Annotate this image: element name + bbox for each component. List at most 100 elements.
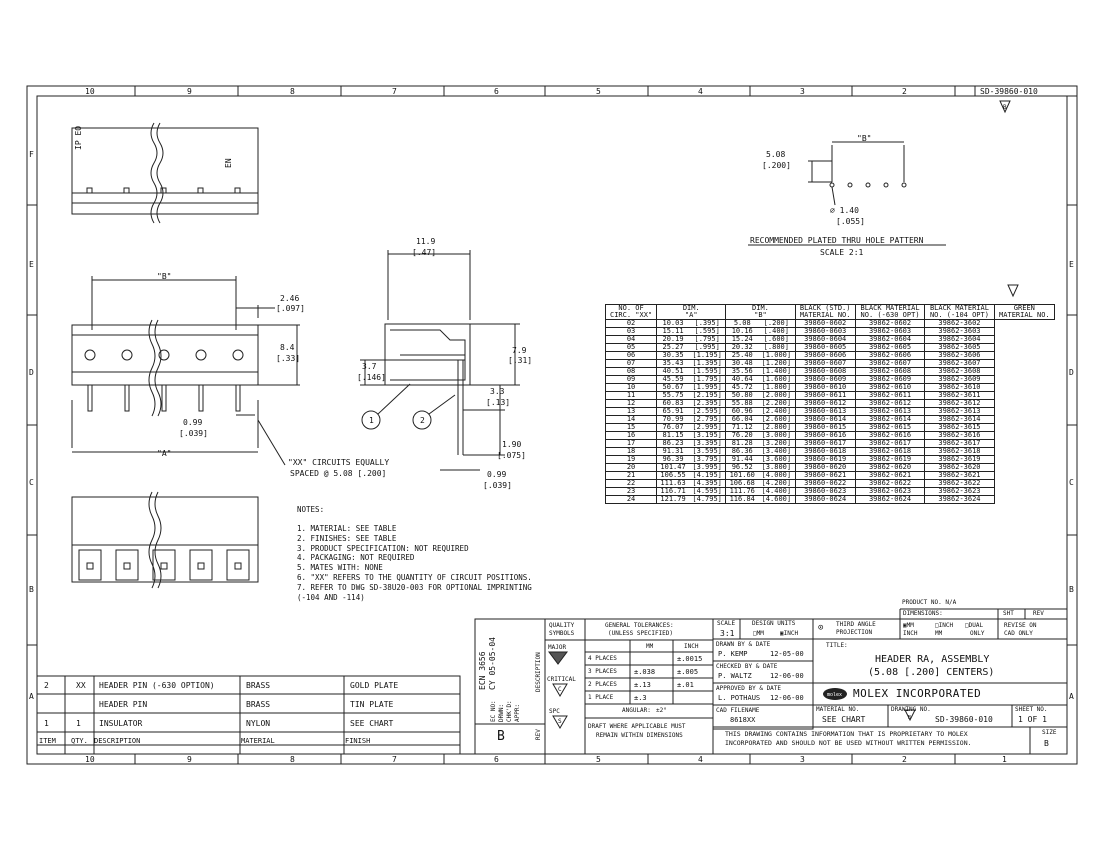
front-pin-hole: [158, 349, 170, 361]
left-row-label: B: [29, 585, 34, 594]
checked-date: 12-06-00: [770, 672, 804, 680]
table-cell: 24: [604, 495, 658, 504]
section-dim-pin-mm: 3.7: [362, 362, 377, 371]
section-dim-height-in: [.31]: [508, 356, 533, 365]
header-line-1: NO. OF: [618, 304, 644, 312]
top-zone-label: 3: [800, 87, 805, 96]
drawn-label: DRAWN BY & DATE: [716, 641, 771, 648]
front-dim-b: "B": [157, 272, 172, 281]
right-row-label: B: [1069, 585, 1074, 594]
circuits-note-1: "XX" CIRCUITS EQUALLY: [288, 458, 390, 467]
header-line-2: "A": [684, 311, 698, 319]
quality-label-2: SYMBOLS: [549, 630, 575, 637]
tolerance-mm: ±.3: [634, 694, 647, 702]
title-line-2: (5.08 [.200] CENTERS): [868, 667, 995, 678]
bottom-pin-cell: [78, 549, 102, 581]
front-pin-tail: [235, 384, 241, 412]
bottom-zone-label: 5: [596, 755, 601, 764]
bom-cell: NYLON: [246, 719, 271, 728]
top-zone-label: 7: [392, 87, 397, 96]
front-pin-hole: [84, 349, 96, 361]
note-item: 1. MATERIAL: SEE TABLE: [297, 524, 397, 533]
drawn-name: P. KEMP: [718, 650, 748, 658]
notes-heading: NOTES:: [297, 505, 325, 514]
bom-cell: XX: [76, 681, 86, 690]
molex-logo: molex: [827, 692, 843, 698]
bom-header: DESCRIPTION: [94, 737, 141, 745]
bottom-zone-label: 2: [902, 755, 907, 764]
top-zone-label: 2: [902, 87, 907, 96]
left-row-label: A: [29, 692, 34, 701]
front-pin-hole: [121, 349, 133, 361]
design-units-label: DESIGN UNITS: [752, 620, 796, 627]
bom-cell: HEADER PIN (-630 OPTION): [99, 681, 215, 690]
dim-option-dual[interactable]: □DUAL: [965, 622, 984, 629]
product-no-label: PRODUCT NO. N/A: [902, 599, 957, 606]
right-row-label: E: [1069, 260, 1074, 269]
cad-label: CAD FILENAME: [716, 707, 760, 714]
dim-option-only: ONLY: [970, 630, 985, 637]
rev-letter: B: [497, 729, 505, 744]
section-dim-pinw-mm: 0.99: [487, 470, 507, 479]
header-line-2: NO. (-104 OPT): [929, 311, 989, 319]
dim-option-inch[interactable]: □INCH: [935, 622, 954, 629]
spc-label: SPC: [549, 708, 560, 715]
balloon-1: 1: [369, 416, 374, 425]
note-item: 7. REFER TO DWG SD-38U20-003 FOR OPTIONA…: [297, 582, 532, 592]
dim-option-mm[interactable]: ▣MM: [903, 622, 914, 629]
table-cell: 39860-0624: [794, 495, 856, 504]
section-dim-pinw-in: [.039]: [483, 481, 512, 490]
approved-date: 12-06-00: [770, 694, 804, 702]
bottom-pin-cell: [115, 549, 139, 581]
section-dim-height-mm: 7.9: [512, 346, 527, 355]
bom-cell: 2: [44, 681, 49, 690]
bom-cell: HEADER PIN: [99, 700, 148, 709]
rev-label: REV: [535, 729, 542, 740]
ec-no-label: EC NO:: [490, 700, 497, 722]
chkd-label: CHK'D:: [506, 700, 513, 722]
units-mm-option[interactable]: □MM: [753, 630, 764, 637]
circuits-note-2: SPACED @ 5.08 [.200]: [290, 469, 387, 478]
left-row-label: F: [29, 150, 34, 159]
table-cell: 39862-3624: [924, 495, 995, 504]
section-dim-width-mm: 11.9: [416, 237, 436, 246]
bom-cell: INSULATOR: [99, 719, 143, 728]
header-line-2: "B": [754, 311, 767, 319]
front-pin-tail: [124, 384, 130, 412]
front-dim-pin-mm: 0.99: [183, 418, 203, 427]
units-inch-option[interactable]: ▣INCH: [780, 630, 799, 637]
title-line-1: HEADER RA, ASSEMBLY: [875, 654, 990, 665]
front-dim-a: "A": [157, 449, 172, 458]
ecn-date: CY 05-05-04: [488, 637, 497, 690]
bom-cell: BRASS: [246, 681, 271, 690]
section-dim-tail2-mm: 1.90: [502, 440, 522, 449]
scale-value: 3:1: [720, 629, 735, 638]
angular-value: ±2°: [656, 707, 667, 714]
header-line-1: BLACK (STD.): [799, 304, 851, 312]
bom-cell: SEE CHART: [350, 719, 394, 728]
header-line-2: MATERIAL NO.: [999, 311, 1050, 319]
drawing-rev-flag: B: [908, 715, 912, 721]
header-line-1: DIM.: [752, 304, 769, 312]
size-label: SIZE: [1042, 729, 1057, 736]
bottom-zone-label: 7: [392, 755, 397, 764]
note-item: 2. FINISHES: SEE TABLE: [297, 533, 397, 543]
top-zone-label: 4: [698, 87, 703, 96]
right-row-label: A: [1069, 692, 1074, 701]
top-zone-label: 5: [596, 87, 601, 96]
front-dim-h-in: [.33]: [276, 354, 301, 363]
drawing-no-label: DRAWING NO.: [891, 706, 931, 713]
part-marking-left: IP EO: [74, 125, 83, 150]
top-zone-label: 10: [85, 87, 95, 96]
quality-label-1: QUALITY: [549, 622, 575, 629]
dim-option-mm-inch: INCH: [903, 630, 918, 637]
legal-line-1: THIS DRAWING CONTAINS INFORMATION THAT I…: [725, 730, 968, 738]
note-item: 6. "XX" REFERS TO THE QUANTITY OF CIRCUI…: [297, 573, 532, 582]
